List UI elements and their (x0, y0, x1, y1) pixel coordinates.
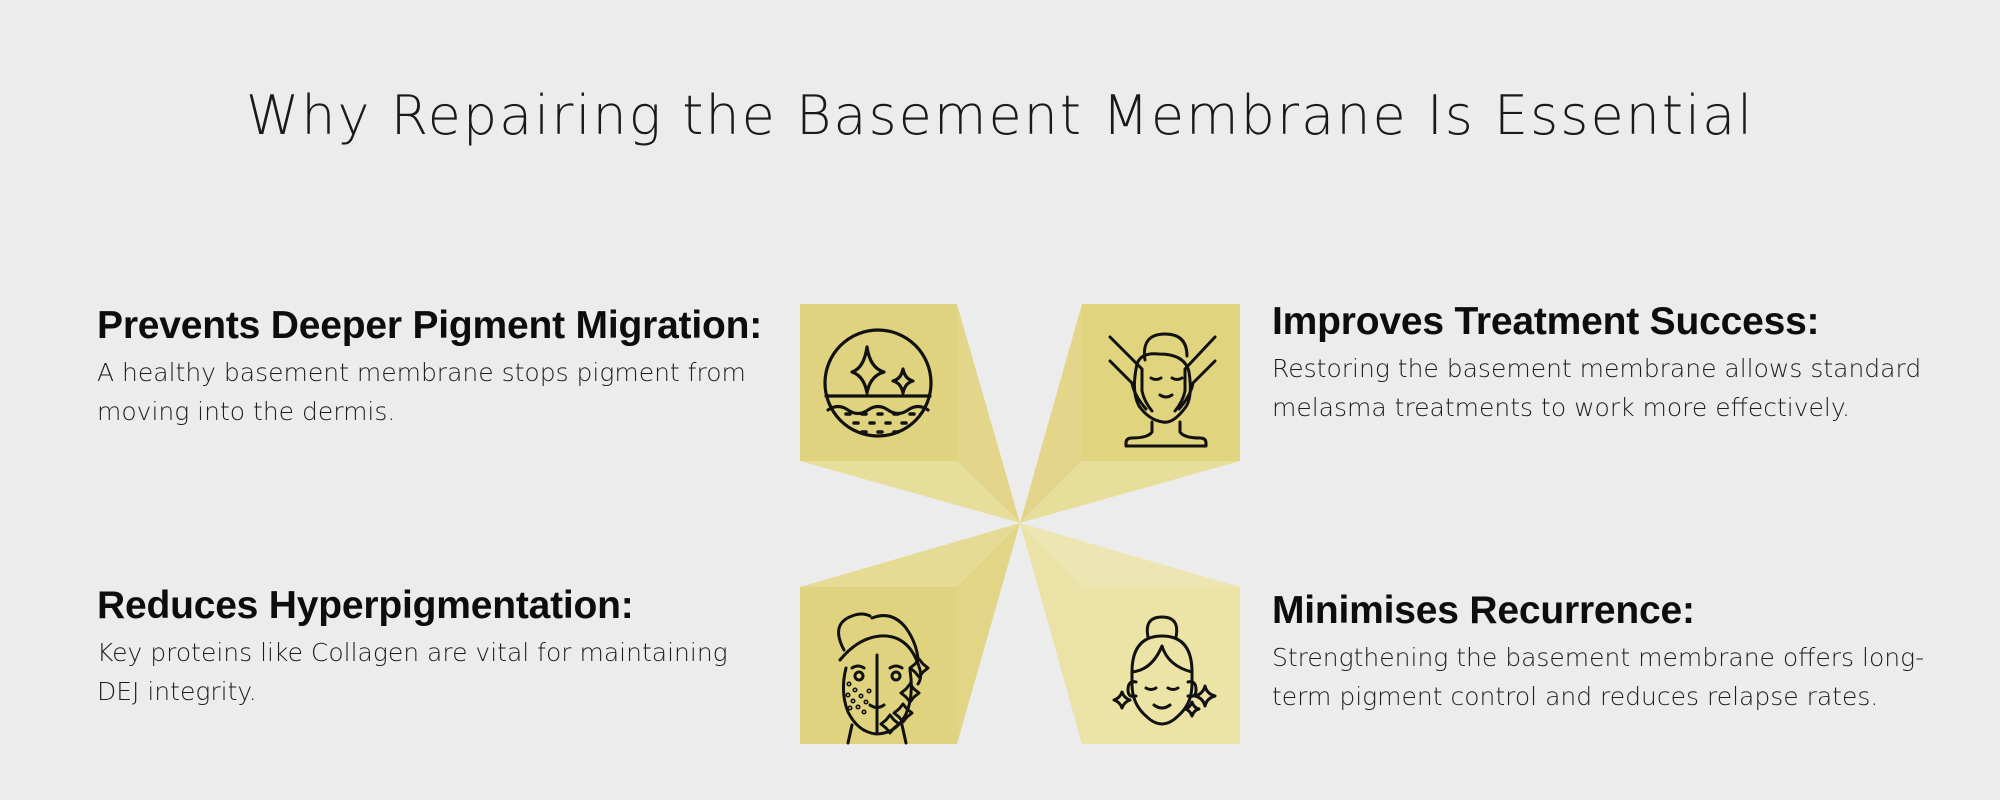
benefit-improves-treatment: Improves Treatment Success: Restoring th… (1272, 299, 1972, 427)
benefit-description: Key proteins like Collagen are vital for… (97, 633, 797, 711)
facial-massage-icon (1108, 332, 1217, 448)
wedge-br-top (1020, 523, 1240, 587)
benefit-heading: Prevents Deeper Pigment Migration: (97, 304, 763, 347)
wedge-tr-left (1020, 304, 1082, 523)
benefit-prevents-migration: Prevents Deeper Pigment Migration: A hea… (97, 303, 797, 431)
benefit-description: Strengthening the basement membrane offe… (1272, 638, 1972, 716)
skin-layer-sparkle-icon (823, 328, 933, 438)
square-tl (800, 304, 957, 461)
benefit-heading: Reduces Hyperpigmentation: (97, 584, 634, 627)
wedge-tl-bottom (800, 461, 1020, 523)
wedge-bl-top (800, 523, 1020, 587)
square-br (1082, 587, 1240, 744)
benefit-description: A healthy basement membrane stops pigmen… (97, 353, 797, 431)
description-line-2: melasma treatments to work more effectiv… (1272, 393, 1851, 422)
page-title: Why Repairing the Basement Membrane Is E… (245, 84, 1755, 147)
description-line-1: Key proteins like Collagen are vital for… (97, 638, 728, 667)
description-line-2: term pigment control and reduces relapse… (1272, 682, 1879, 711)
wedge-tl-right (957, 304, 1020, 523)
description-line-2: moving into the dermis. (97, 397, 396, 426)
description-line-1: Strengthening the basement membrane offe… (1272, 643, 1925, 672)
benefit-heading: Improves Treatment Success: (1272, 300, 1820, 343)
wedge-br-left (1020, 523, 1082, 744)
benefit-minimises-recurrence: Minimises Recurrence: Strengthening the … (1272, 588, 1972, 716)
square-bl (800, 587, 957, 744)
face-pigmentation-icon (837, 612, 930, 745)
wedge-bl-right (957, 523, 1020, 744)
description-line-2: DEJ integrity. (97, 677, 257, 706)
benefit-reduces-hyperpigmentation: Reduces Hyperpigmentation: Key proteins … (97, 583, 797, 711)
glowing-face-icon (1112, 615, 1217, 726)
description-line-1: A healthy basement membrane stops pigmen… (97, 358, 746, 387)
description-line-1: Restoring the basement membrane allows s… (1272, 354, 1922, 383)
benefit-heading: Minimises Recurrence: (1272, 589, 1695, 632)
wedge-tr-bottom (1020, 461, 1240, 523)
benefit-description: Restoring the basement membrane allows s… (1272, 349, 1972, 427)
square-tr (1082, 304, 1240, 461)
